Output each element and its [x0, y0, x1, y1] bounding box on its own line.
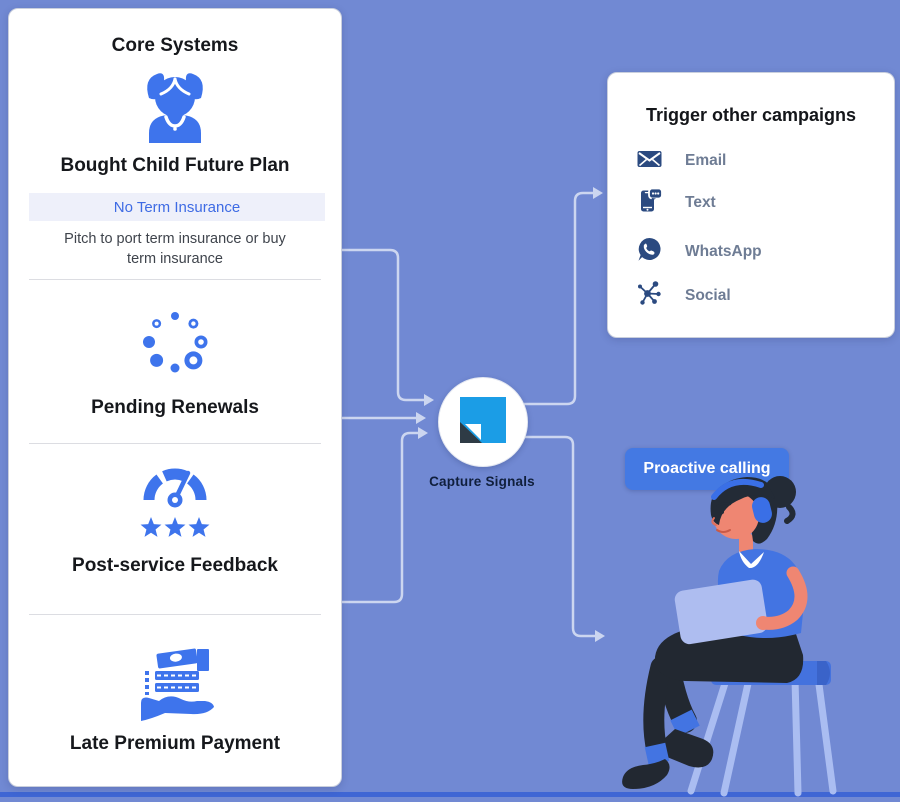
support-agent-illustration	[615, 467, 900, 797]
text-icon	[636, 187, 663, 219]
divider	[29, 614, 321, 615]
campaign-label: Email	[685, 151, 727, 169]
campaign-item-social: Social	[636, 280, 731, 312]
late-payment-icon	[9, 641, 341, 721]
campaign-label: Text	[685, 193, 716, 211]
section-title-late-premium-payment: Late Premium Payment	[69, 733, 281, 754]
email-icon	[636, 145, 663, 177]
capture-signals-label: Capture Signals	[429, 474, 535, 489]
campaign-item-whatsapp: WhatsApp	[636, 236, 762, 268]
social-icon	[636, 280, 663, 312]
campaign-item-email: Email	[636, 147, 726, 174]
child-icon	[9, 67, 341, 143]
section-title-bought-child-future-plan: Bought Child Future Plan	[60, 155, 290, 176]
section-title-pending-renewals: Pending Renewals	[91, 397, 259, 418]
core-systems-card: Core Systems Bought Child Future Plan No…	[8, 8, 342, 787]
divider	[29, 443, 321, 444]
leadsquared-logo-icon	[460, 396, 506, 448]
trigger-campaigns-title: Trigger other campaigns	[645, 105, 857, 125]
campaign-label: Social	[685, 286, 731, 304]
campaign-item-text: Text	[636, 187, 716, 219]
campaign-label: WhatsApp	[685, 242, 762, 260]
section-title-post-service-feedback: Post-service Feedback	[72, 555, 278, 576]
feedback-gauge-icon	[9, 464, 341, 544]
trigger-campaigns-card: Trigger other campaigns Email	[607, 72, 895, 338]
capture-signals-node	[438, 377, 528, 467]
core-systems-title: Core Systems	[111, 35, 239, 56]
divider	[29, 279, 321, 280]
whatsapp-icon	[636, 236, 663, 268]
section-description: Pitch to port term insurance or buy term…	[64, 231, 286, 267]
no-term-insurance-highlight: No Term Insurance	[29, 193, 325, 221]
pending-renewals-icon	[9, 303, 341, 381]
bottom-accent-bar	[0, 792, 900, 797]
